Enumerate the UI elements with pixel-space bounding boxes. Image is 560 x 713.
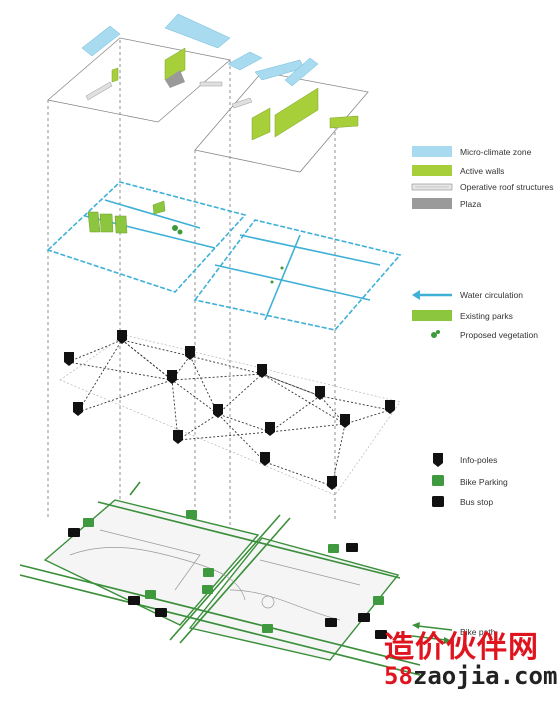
legend-label-active-walls: Active walls bbox=[460, 166, 505, 176]
legend-bike-path-arrows bbox=[411, 622, 453, 644]
vertical-guides bbox=[47, 40, 336, 580]
existing-parks-layer2 bbox=[87, 200, 166, 234]
legend-icons bbox=[411, 146, 453, 644]
mobility-block-right bbox=[188, 537, 400, 661]
legend-label-roof-structures: Operative roof structures bbox=[460, 182, 554, 192]
bike-paths bbox=[19, 481, 421, 676]
legend-label-proposed-vegetation: Proposed vegetation bbox=[460, 330, 538, 340]
layer1-block-right bbox=[194, 71, 369, 173]
legend-swatch-micro-climate bbox=[412, 146, 452, 157]
legend-swatch-plaza bbox=[412, 198, 452, 209]
plaza-shape bbox=[165, 70, 185, 88]
legend-label-bus-stop: Bus stop bbox=[460, 497, 494, 507]
bike-parking-markers bbox=[83, 510, 384, 633]
legend-label-info-poles: Info-poles bbox=[460, 455, 498, 465]
bus-stop-markers bbox=[68, 528, 387, 639]
watermark-url-text: zaojia.com bbox=[412, 662, 558, 690]
legend-vegetation-icon bbox=[431, 330, 440, 338]
layer-microclimate bbox=[47, 13, 369, 173]
legend-label-micro-climate: Micro-climate zone bbox=[460, 147, 532, 157]
legend-swatch-roof bbox=[411, 183, 453, 191]
legend-label-water-circulation: Water circulation bbox=[460, 290, 523, 300]
legend-swatch-existing-parks bbox=[412, 310, 452, 321]
legend-label-bike-path: Bike path bbox=[460, 627, 496, 637]
info-pole-markers bbox=[64, 330, 395, 490]
legend-label-existing-parks: Existing parks bbox=[460, 311, 513, 321]
legend-bus-stop-icon bbox=[432, 496, 444, 507]
micro-climate-zones bbox=[81, 13, 319, 87]
watermark-url: 58zaojia.com bbox=[384, 662, 557, 690]
layer-water bbox=[46, 181, 402, 331]
legend-info-pole-icon bbox=[433, 453, 443, 467]
watermark-chinese: 造价伙伴网 bbox=[384, 630, 539, 665]
active-walls-layer1 bbox=[111, 47, 359, 141]
layer-network bbox=[59, 330, 401, 496]
roof-structures bbox=[85, 81, 253, 109]
watermark-url-number: 58 bbox=[384, 662, 413, 690]
legend-swatch-active-walls bbox=[412, 165, 452, 176]
legend-bike-parking-icon bbox=[432, 475, 444, 486]
layer1-block-left bbox=[47, 37, 231, 123]
legend-water-arrow bbox=[412, 290, 452, 300]
legend-label-plaza: Plaza bbox=[460, 199, 482, 209]
proposed-vegetation-layer2 bbox=[172, 225, 284, 284]
legend-label-bike-parking: Bike Parking bbox=[460, 477, 508, 487]
streets bbox=[69, 529, 361, 621]
network-boundary bbox=[59, 334, 401, 496]
layer-mobility bbox=[19, 481, 421, 676]
